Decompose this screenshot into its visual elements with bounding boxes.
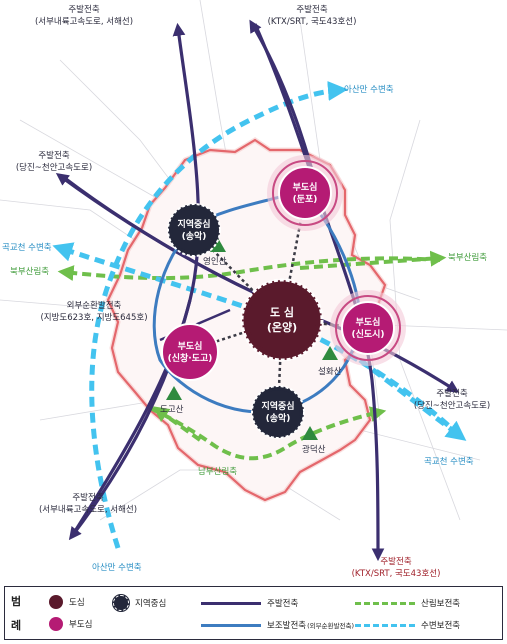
sub-marker-icon	[49, 617, 63, 631]
forest-axis-north	[57, 256, 441, 281]
legend-title-1: 범	[11, 595, 22, 608]
svg-text:(KTX/SRT, 국도43호선): (KTX/SRT, 국도43호선)	[352, 569, 441, 579]
node-sublabel: (송악)	[182, 230, 207, 242]
mountain-label: 영인산	[203, 256, 227, 267]
mountain-icon	[302, 426, 318, 440]
mountain-gwangdeoksan: 광덕산	[302, 426, 326, 455]
label-main-axis-dangjin-right: 주발전축 (당진~천안고속도로)	[414, 388, 490, 411]
legend-center: 도심	[49, 595, 85, 609]
legend-note: (외부순환발전축)	[307, 622, 355, 630]
mountain-yeonginsan: 영인산	[203, 238, 227, 267]
svg-text:주발전축: 주발전축	[68, 4, 99, 15]
aux-axis-line-icon	[201, 623, 261, 627]
main-axis-east-north	[253, 23, 385, 562]
node-label: 도 심	[270, 305, 294, 319]
node-sublabel: (온양)	[267, 320, 297, 334]
label-main-axis-north-left: 주발전축 (서부내륙고속도로, 서해선)	[35, 4, 133, 27]
legend-label: 도심	[69, 598, 85, 608]
node-sub-dunpo[interactable]: 부도심 (둔포)	[267, 155, 343, 231]
mountain-label: 설화산	[318, 366, 342, 377]
svg-text:(서부내륙고속도로, 서해선): (서부내륙고속도로, 서해선)	[35, 17, 133, 27]
node-center-onyang[interactable]: 도 심 (온양)	[240, 278, 324, 362]
label-main-axis-south-left: 주발전축 (서부내륙고속도로, 서해선)	[39, 492, 137, 515]
label-main-axis-north-right: 주발전축 (KTX/SRT, 국도43호선)	[268, 4, 357, 27]
node-label: 지역중심	[177, 218, 210, 230]
center-marker-icon	[49, 595, 63, 609]
node-regional-songak-south[interactable]: 지역중심 (송악)	[251, 385, 305, 439]
legend-water-axis: 수변보전축	[355, 619, 460, 631]
label-water-gokgyo-left: 곡교천 수변축	[2, 242, 52, 253]
svg-text:(당진~천안고속도로): (당진~천안고속도로)	[414, 400, 490, 411]
forest-axis-south	[149, 406, 387, 461]
legend-label: 보조발전축	[267, 621, 307, 631]
label-aux-outer-ring: 외부순환발전축 (지방도623호, 지방도645호)	[40, 300, 147, 323]
svg-text:주발전축: 주발전축	[72, 492, 103, 503]
node-sub-sinchang-dogo[interactable]: 부도심 (신창·도고)	[161, 323, 219, 381]
svg-text:외부순환발전축: 외부순환발전축	[67, 300, 122, 311]
main-axis-dangjin-west	[55, 172, 283, 307]
legend-label: 수변보전축	[421, 621, 461, 631]
node-sub-sindosi[interactable]: 부도심 (신도시)	[330, 290, 406, 366]
node-label: 부도심	[356, 316, 381, 328]
water-axis-gokgyo	[52, 242, 462, 438]
mountain-icon	[166, 386, 182, 400]
node-label: 지역중심	[261, 400, 294, 412]
mountain-label: 도고산	[160, 404, 184, 415]
legend-aux-axis: 보조발전축 (외부순환발전축)	[201, 619, 354, 631]
node-sublabel: (송악)	[266, 412, 291, 424]
svg-text:주발전축: 주발전축	[436, 388, 467, 399]
mountain-dogosan: 도고산	[160, 386, 184, 415]
main-axis-line-icon	[201, 601, 261, 605]
svg-text:주발전축: 주발전축	[296, 4, 327, 15]
legend-regional: 지역중심	[113, 595, 166, 611]
legend-main-axis: 주발전축	[201, 597, 298, 609]
legend: 범 례 도심 지역중심 부도심 주발전축 보조발전축 (외부순환발전축) 산림보…	[4, 586, 503, 640]
svg-text:(당진~천안고속도로): (당진~천안고속도로)	[16, 162, 92, 173]
label-water-gokgyo-right: 곡교천 수변축	[424, 456, 474, 467]
svg-text:(KTX/SRT, 국도43호선): (KTX/SRT, 국도43호선)	[268, 17, 357, 27]
label-forest-north-left: 북부산림축	[10, 266, 49, 277]
water-axis-gokgyo-east	[358, 358, 467, 441]
water-axis-line-icon	[355, 623, 415, 627]
legend-forest-axis: 산림보전축	[355, 597, 460, 609]
svg-text:주발전축: 주발전축	[380, 556, 411, 567]
mountain-icon	[210, 238, 226, 252]
legend-title-2: 례	[11, 619, 22, 632]
label-water-asan-bottom: 아산만 수변축	[92, 562, 142, 573]
node-label: 부도심	[293, 181, 318, 193]
legend-label: 산림보전축	[421, 599, 461, 609]
legend-label: 부도심	[69, 620, 93, 630]
mountain-icon	[322, 346, 338, 360]
legend-sub: 부도심	[49, 617, 92, 631]
node-label: 부도심	[178, 340, 203, 352]
node-regional-songak-north[interactable]: 지역중심 (송악)	[167, 203, 221, 257]
label-forest-north-right: 북부산림축	[448, 252, 487, 263]
label-water-asan-top: 아산만 수변축	[344, 84, 394, 95]
node-sublabel: (신도시)	[351, 328, 384, 340]
label-forest-south: 남부산림축	[198, 466, 237, 477]
legend-label: 지역중심	[135, 599, 167, 609]
svg-text:주발전축: 주발전축	[38, 150, 69, 161]
svg-text:(지방도623호, 지방도645호): (지방도623호, 지방도645호)	[40, 312, 147, 323]
legend-label: 주발전축	[267, 599, 299, 609]
mountain-label: 광덕산	[302, 444, 326, 455]
regional-marker-icon	[113, 595, 129, 611]
svg-text:(서부내륙고속도로, 서해선): (서부내륙고속도로, 서해선)	[39, 505, 137, 515]
forest-axis-line-icon	[355, 601, 415, 605]
node-sublabel: (신창·도고)	[168, 352, 213, 364]
mountain-seolhwasan: 설화산	[318, 346, 342, 377]
forest-axis-north-east	[299, 250, 447, 270]
node-sublabel: (둔포)	[293, 194, 318, 205]
forest-axis-south-west	[152, 406, 202, 442]
label-main-axis-south-right: 주발전축 (KTX/SRT, 국도43호선)	[352, 556, 441, 579]
label-main-axis-dangjin-left: 주발전축 (당진~천안고속도로)	[16, 150, 92, 173]
spatial-structure-map: 영인산 설화산 도고산 광덕산 부도심 (둔포) 지역중심 (송악) 도 심 (…	[0, 0, 507, 579]
water-axis-asan-bay	[89, 80, 348, 549]
